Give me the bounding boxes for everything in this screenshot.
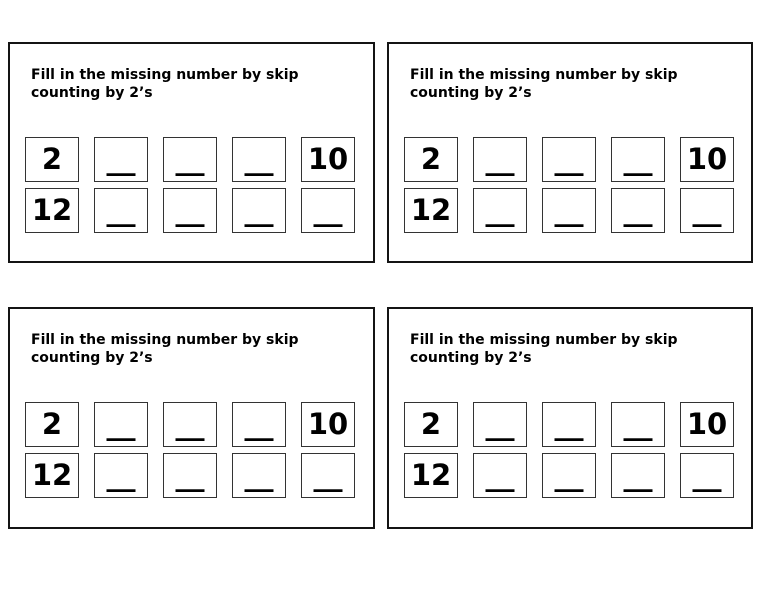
blank-cell: __ <box>163 188 217 233</box>
blank-cell: __ <box>611 402 665 447</box>
blank-cell: __ <box>94 453 148 498</box>
blank-cell: __ <box>301 453 355 498</box>
number-cell: 2 <box>25 137 79 182</box>
number-cell: 10 <box>301 137 355 182</box>
number-grid: 2 __ __ __ 10 12 __ __ __ __ <box>404 137 737 233</box>
instruction-line-2: counting by 2’s <box>31 85 153 101</box>
number-grid: 2 __ __ __ 10 12 __ __ __ __ <box>25 402 359 498</box>
worksheet-panel: Fill in the missing number by skip count… <box>387 307 753 529</box>
instruction-text: Fill in the missing number by skip count… <box>31 331 355 367</box>
blank-cell: __ <box>163 453 217 498</box>
worksheet-panel: Fill in the missing number by skip count… <box>8 42 375 263</box>
number-cell: 12 <box>404 453 458 498</box>
blank-cell: __ <box>94 402 148 447</box>
blank-cell: __ <box>473 188 527 233</box>
blank-cell: __ <box>301 188 355 233</box>
blank-cell: __ <box>473 453 527 498</box>
number-cell: 2 <box>404 402 458 447</box>
blank-cell: __ <box>94 137 148 182</box>
blank-cell: __ <box>232 137 286 182</box>
blank-cell: __ <box>232 402 286 447</box>
number-cell: 12 <box>404 188 458 233</box>
number-cell: 10 <box>301 402 355 447</box>
blank-cell: __ <box>542 188 596 233</box>
instruction-line-1: Fill in the missing number by skip <box>31 332 299 348</box>
blank-cell: __ <box>163 137 217 182</box>
instruction-line-1: Fill in the missing number by skip <box>410 67 678 83</box>
number-cell: 10 <box>680 137 734 182</box>
instruction-line-2: counting by 2’s <box>410 85 532 101</box>
blank-cell: __ <box>680 453 734 498</box>
number-cell: 12 <box>25 453 79 498</box>
blank-cell: __ <box>473 402 527 447</box>
number-grid: 2 __ __ __ 10 12 __ __ __ __ <box>25 137 359 233</box>
blank-cell: __ <box>542 137 596 182</box>
worksheet-panel: Fill in the missing number by skip count… <box>8 307 375 529</box>
number-cell: 2 <box>25 402 79 447</box>
instruction-text: Fill in the missing number by skip count… <box>410 331 733 367</box>
instruction-line-2: counting by 2’s <box>410 350 532 366</box>
number-cell: 10 <box>680 402 734 447</box>
number-cell: 2 <box>404 137 458 182</box>
blank-cell: __ <box>232 453 286 498</box>
blank-cell: __ <box>542 453 596 498</box>
blank-cell: __ <box>94 188 148 233</box>
blank-cell: __ <box>680 188 734 233</box>
blank-cell: __ <box>163 402 217 447</box>
number-grid: 2 __ __ __ 10 12 __ __ __ __ <box>404 402 737 498</box>
instruction-line-1: Fill in the missing number by skip <box>31 67 299 83</box>
instruction-text: Fill in the missing number by skip count… <box>31 66 355 102</box>
blank-cell: __ <box>542 402 596 447</box>
blank-cell: __ <box>611 453 665 498</box>
instruction-line-2: counting by 2’s <box>31 350 153 366</box>
instruction-text: Fill in the missing number by skip count… <box>410 66 733 102</box>
worksheet-panel: Fill in the missing number by skip count… <box>387 42 753 263</box>
number-cell: 12 <box>25 188 79 233</box>
instruction-line-1: Fill in the missing number by skip <box>410 332 678 348</box>
blank-cell: __ <box>473 137 527 182</box>
blank-cell: __ <box>611 188 665 233</box>
blank-cell: __ <box>611 137 665 182</box>
blank-cell: __ <box>232 188 286 233</box>
